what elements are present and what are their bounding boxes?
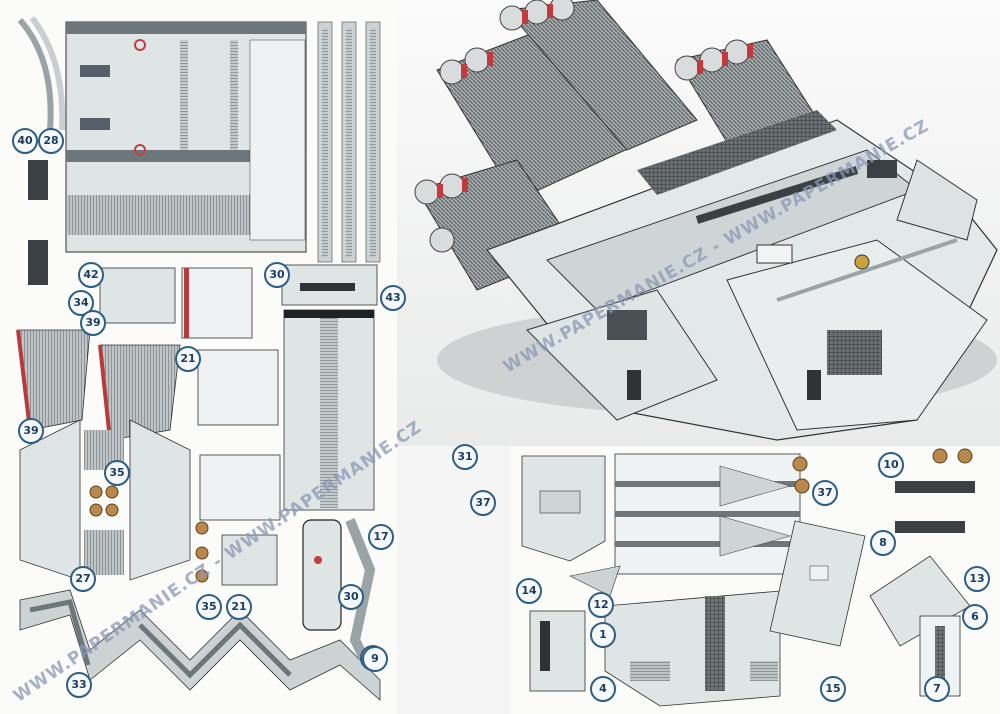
- part-number-badge: 40: [12, 128, 38, 154]
- part-number-badge: 42: [78, 262, 104, 288]
- part-number-badge: 37: [470, 490, 496, 516]
- part-number-badge: 30: [264, 262, 290, 288]
- part-number-badge: 31: [452, 444, 478, 470]
- part-number-badge: 33: [66, 672, 92, 698]
- part-number-badge: 21: [226, 594, 252, 620]
- part-number-badge: 10: [878, 452, 904, 478]
- part-number-badge: 1: [590, 622, 616, 648]
- part-number-badge: 37: [812, 480, 838, 506]
- part-number-badge: 27: [70, 566, 96, 592]
- part-number-badge: 15: [820, 676, 846, 702]
- part-number-badge: 30: [338, 584, 364, 610]
- part-number-badge: 39: [18, 418, 44, 444]
- part-number-badge: 39: [80, 310, 106, 336]
- part-number-badge: 9: [362, 646, 388, 672]
- right-print-sheet: [510, 446, 1000, 714]
- assembled-spaceship-photo: [397, 0, 1000, 446]
- part-number-badge: 7: [924, 676, 950, 702]
- part-number-badge: 21: [175, 346, 201, 372]
- part-number-badge: 13: [964, 566, 990, 592]
- part-number-badge: 35: [196, 594, 222, 620]
- right-sheet-drawing: [510, 446, 1000, 714]
- part-number-badge: 14: [516, 578, 542, 604]
- part-number-badge: 43: [380, 285, 406, 311]
- part-number-badge: 17: [368, 524, 394, 550]
- part-number-badge: 6: [962, 604, 988, 630]
- part-number-badge: 34: [68, 290, 94, 316]
- part-number-badge: 4: [590, 676, 616, 702]
- part-number-badge: 12: [588, 592, 614, 618]
- spaceship-model-drawing: [397, 0, 1000, 446]
- part-number-badge: 35: [104, 460, 130, 486]
- part-number-badge: 8: [870, 530, 896, 556]
- part-number-badge: 28: [38, 128, 64, 154]
